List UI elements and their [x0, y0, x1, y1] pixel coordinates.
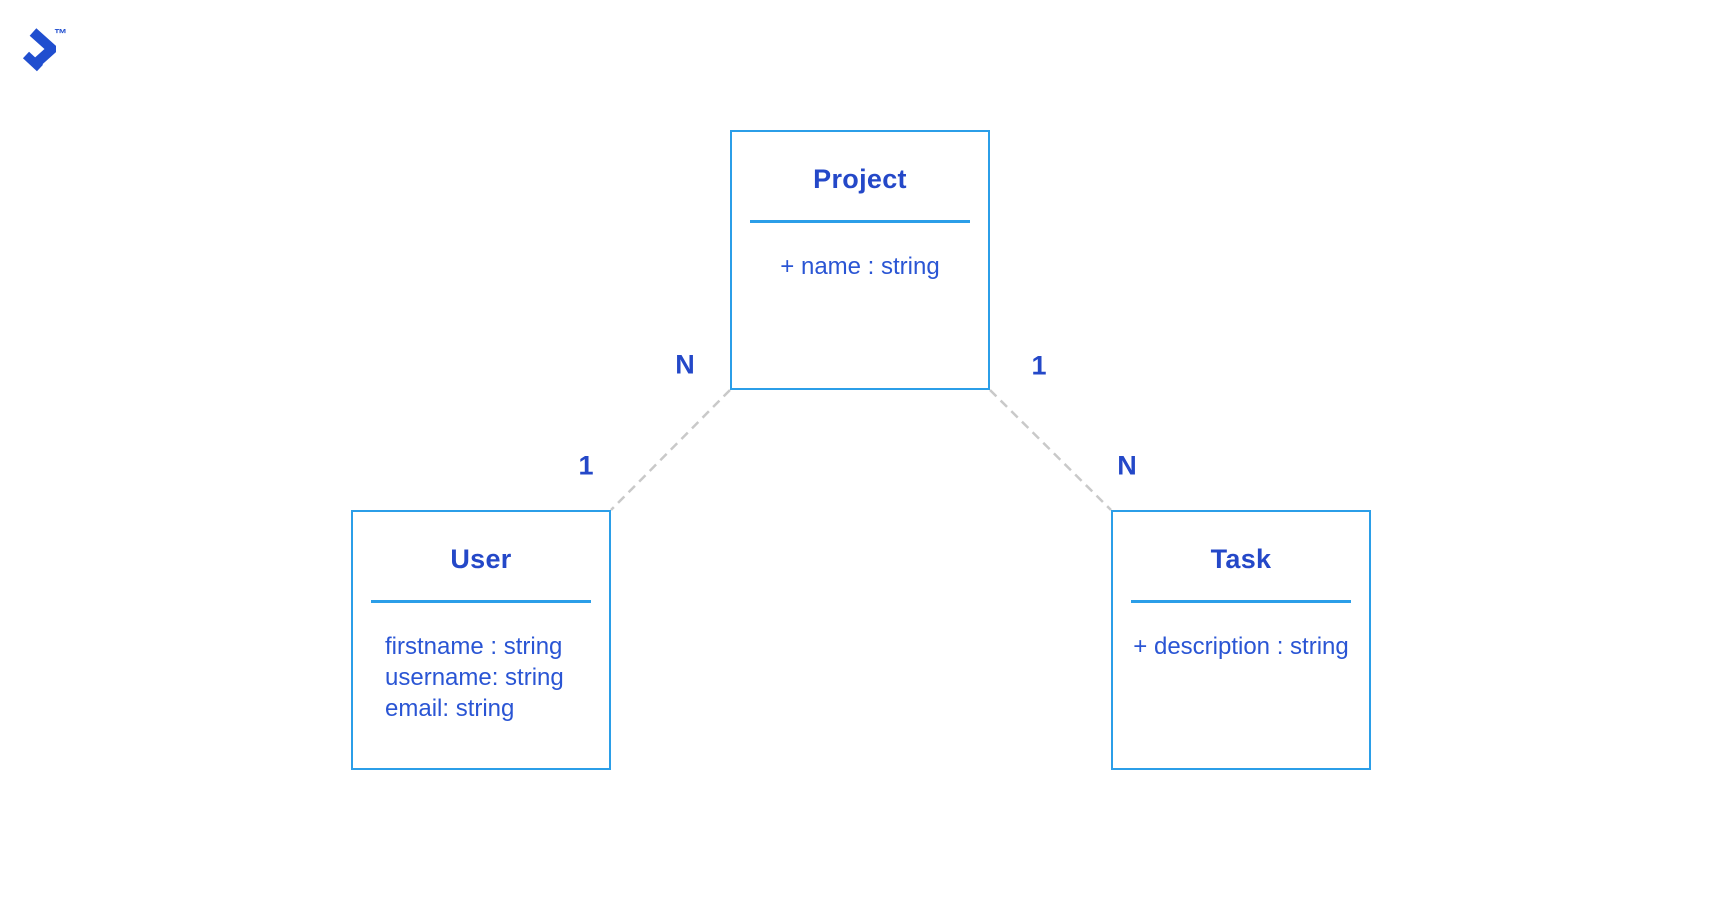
entity-separator — [750, 220, 970, 223]
brand-logo: ™ — [22, 26, 82, 82]
multiplicity-label-project-task-1: 1 — [1031, 350, 1047, 381]
entity-box-project: Project + name : string — [730, 130, 990, 390]
entity-attribute: username: string — [385, 664, 564, 691]
entity-attributes: + name : string — [732, 251, 988, 282]
toptal-logo-icon — [22, 28, 56, 72]
entity-attributes: firstname : string username: string emai… — [353, 631, 609, 724]
entity-attribute: + name : string — [780, 253, 940, 280]
entity-separator — [371, 600, 591, 603]
connector-project-user — [610, 389, 731, 511]
entity-title: Project — [813, 164, 907, 194]
entity-attribute: + description : string — [1133, 633, 1349, 660]
multiplicity-label-project-user-n: N — [675, 349, 695, 380]
entity-attribute: firstname : string — [385, 633, 563, 660]
entity-box-task: Task + description : string — [1111, 510, 1371, 770]
entity-box-user: User firstname : string username: string… — [351, 510, 611, 770]
entity-title: Task — [1210, 544, 1272, 574]
entity-attributes: + description : string — [1113, 631, 1369, 662]
multiplicity-label-project-task-n: N — [1117, 450, 1137, 481]
multiplicity-label-project-user-1: 1 — [578, 450, 594, 481]
entity-attribute: email: string — [385, 695, 515, 722]
entity-title: User — [450, 544, 512, 574]
entity-separator — [1131, 600, 1351, 603]
connector-project-task — [989, 389, 1112, 511]
trademark-symbol: ™ — [54, 26, 67, 41]
